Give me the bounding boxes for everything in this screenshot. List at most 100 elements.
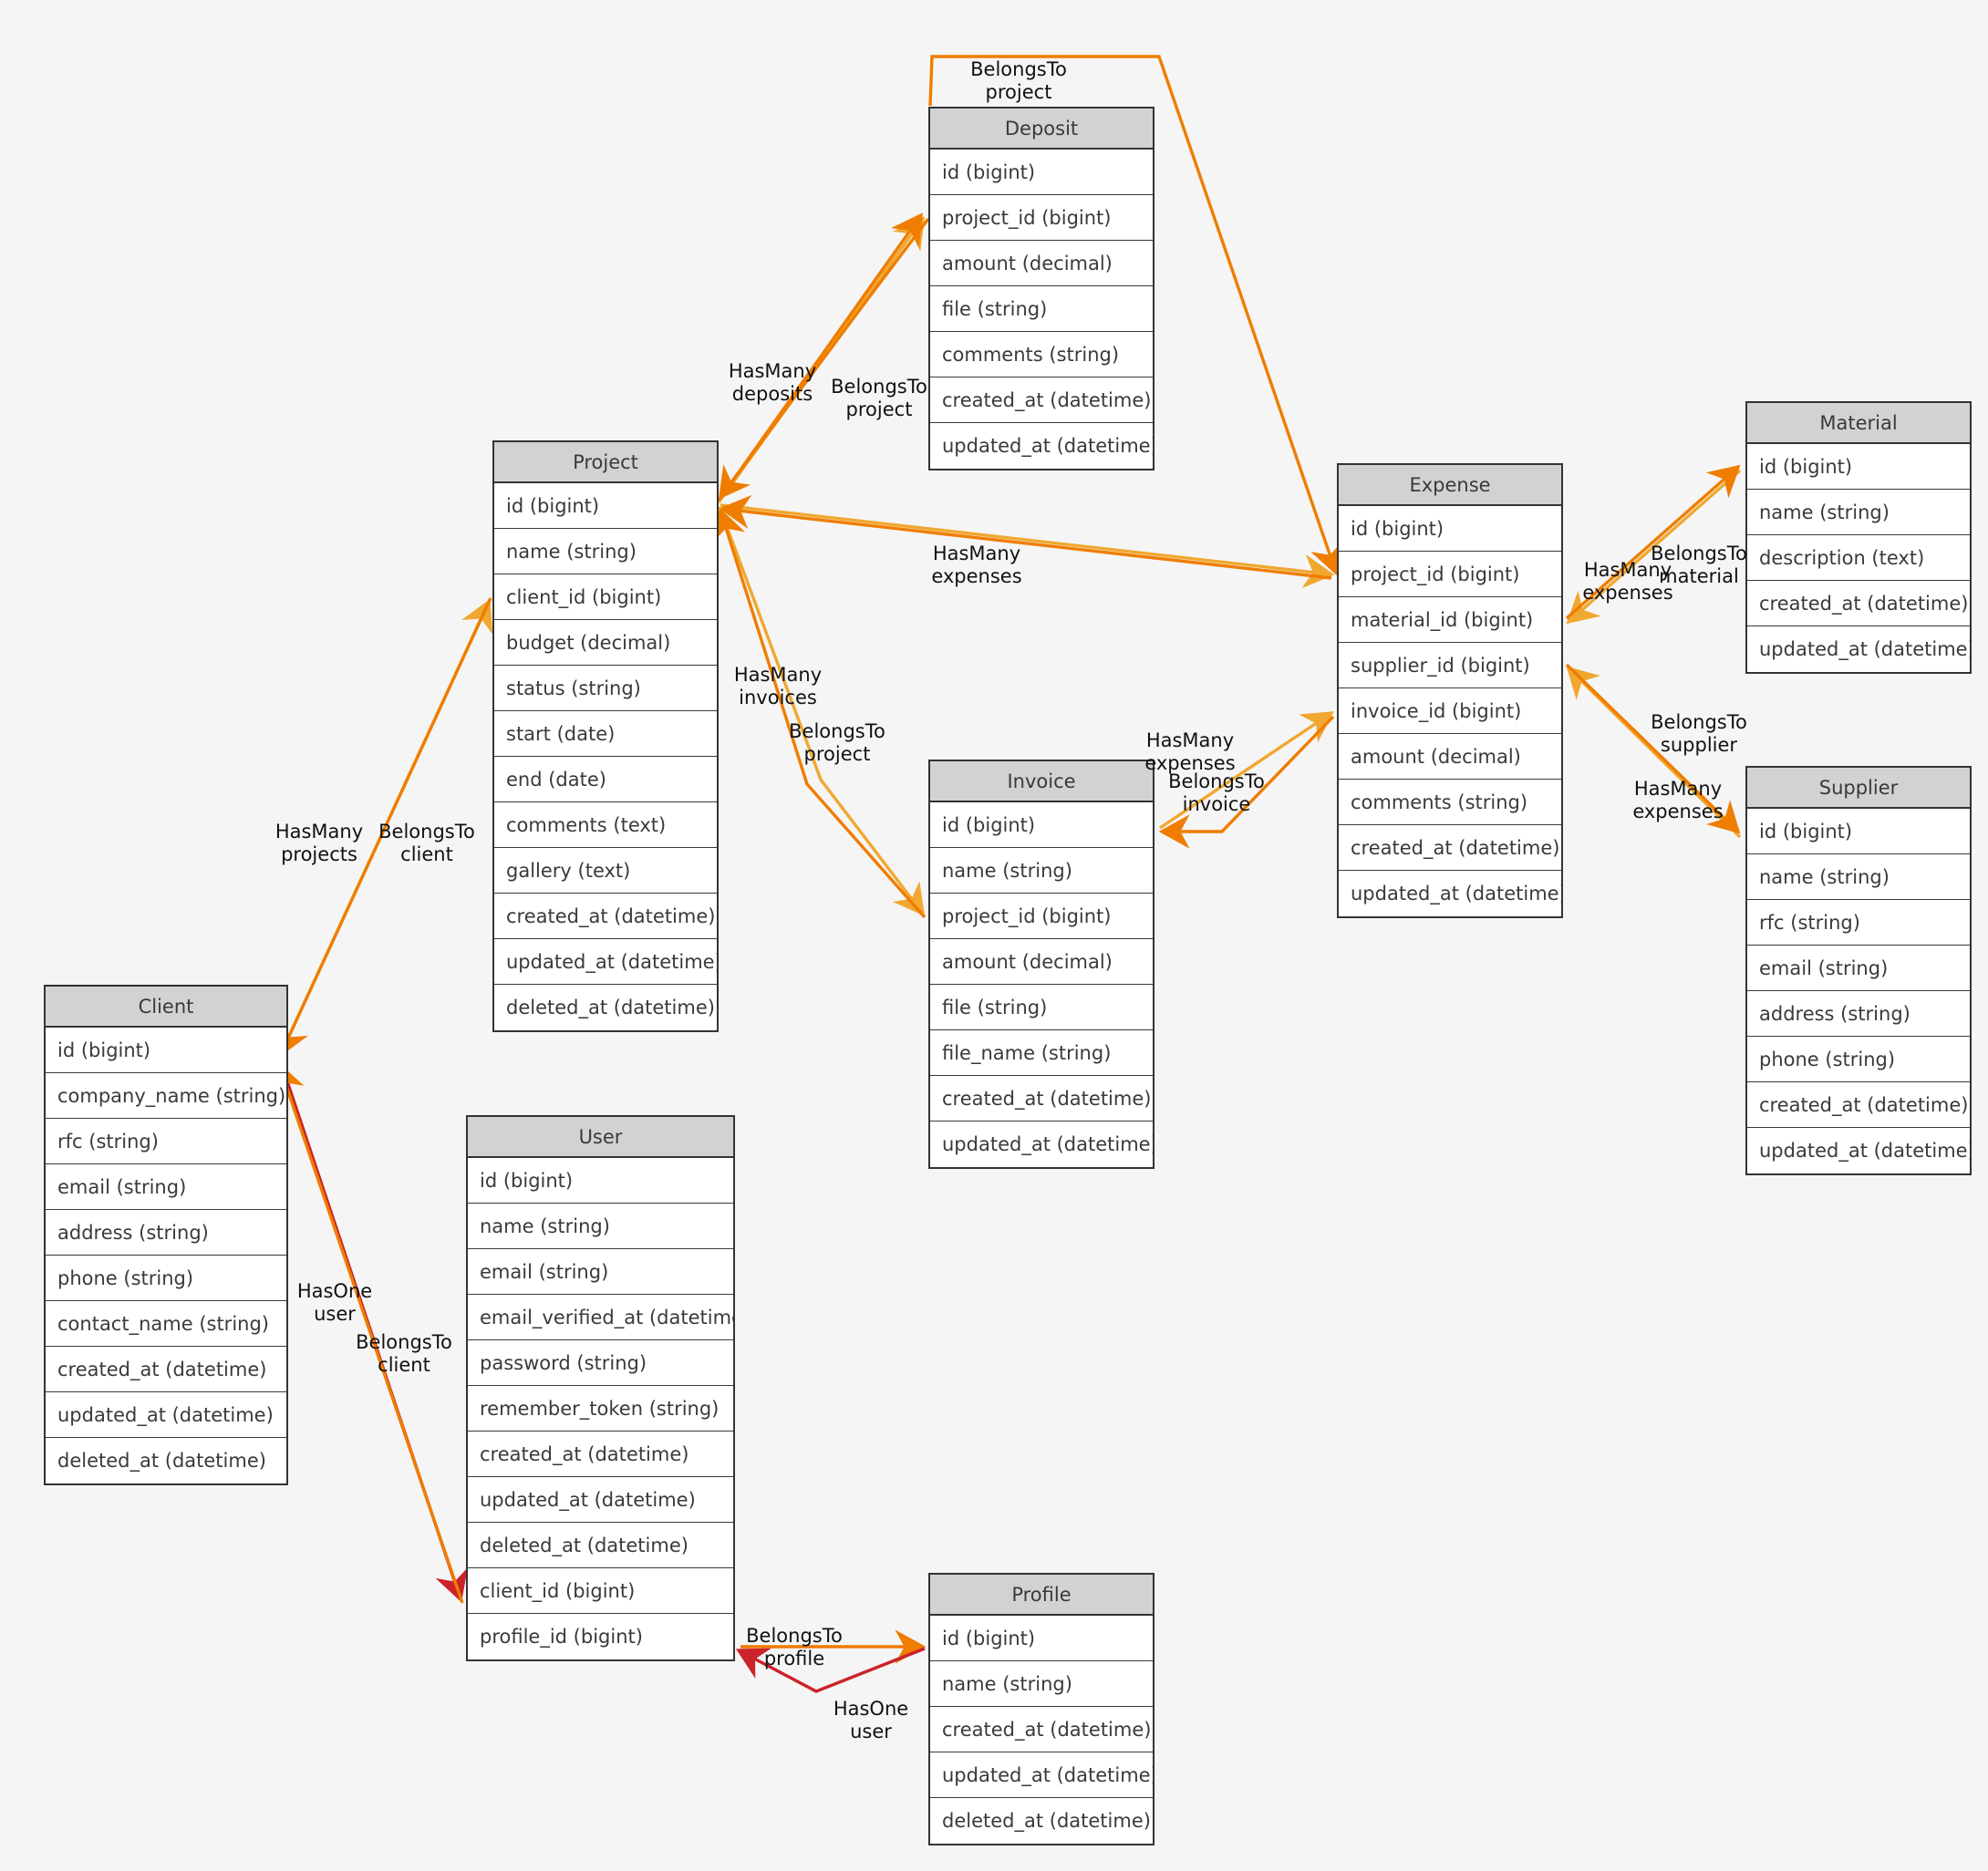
attribute-row: phone (string) (1747, 1037, 1970, 1082)
attribute-row: name (string) (1747, 490, 1970, 535)
attribute-row: project_id (bigint) (930, 195, 1153, 241)
attribute-row: status (string) (494, 666, 717, 711)
attribute-row: created_at (datetime) (46, 1347, 286, 1392)
attribute-row: email (string) (468, 1249, 733, 1295)
attribute-row: name (string) (494, 529, 717, 574)
attribute-row: id (bigint) (1339, 506, 1561, 552)
attribute-row: updated_at (datetime) (494, 939, 717, 985)
relationship-label-project-hasmany-expenses: HasMany expenses (931, 543, 1022, 587)
attribute-row: invoice_id (bigint) (1339, 688, 1561, 734)
relationship-label-client-hasone-user: HasOne user (296, 1280, 373, 1325)
relationship-label-supplier-hasmany-expenses: HasMany expenses (1632, 778, 1724, 822)
relationship-label-deposit-belongsto-project-2: BelongsTo project (831, 376, 927, 420)
edge-deposit-belongsto-project (718, 217, 930, 500)
attribute-row: phone (string) (46, 1256, 286, 1301)
relationship-label-project-hasmany-invoices: HasMany invoices (733, 664, 823, 708)
entity-title-profile: Profile (930, 1575, 1153, 1616)
attribute-row: id (bigint) (1747, 809, 1970, 854)
attribute-row: supplier_id (bigint) (1339, 643, 1561, 688)
attribute-row: company_name (string) (46, 1073, 286, 1119)
attribute-row: name (string) (930, 1661, 1153, 1707)
attribute-row: updated_at (datetime) (942, 435, 1153, 457)
attribute-row: rfc (string) (1747, 900, 1970, 946)
attribute-row: client_id (bigint) (468, 1568, 733, 1614)
entity-title-client: Client (46, 987, 286, 1028)
attribute-row: start (date) (494, 711, 717, 757)
relationship-label-project-belongsto-client: BelongsTo client (378, 821, 475, 865)
entity-title-invoice: Invoice (930, 761, 1153, 802)
attribute-row: gallery (text) (494, 848, 717, 894)
attribute-row: file (string) (930, 286, 1153, 332)
attribute-row: created_at (datetime) (494, 894, 717, 939)
relationship-label-invoice-belongsto-project: BelongsTo project (789, 720, 885, 765)
attribute-row: created_at (datetime) (930, 1707, 1153, 1752)
attribute-row: id (bigint) (930, 150, 1153, 195)
relationship-label-profile-hasone-user: HasOne user (833, 1698, 909, 1742)
attribute-row: rfc (string) (46, 1119, 286, 1164)
relationship-label-user-belongsto-client: BelongsTo client (356, 1331, 452, 1376)
relationship-label-deposit-belongsto-project: BelongsTo project (970, 58, 1067, 103)
relationship-label-material-hasmany-expenses: HasMany expenses (1582, 559, 1673, 604)
attribute-row: id (bigint) (468, 1158, 733, 1204)
attribute-row: updated_at (datetime) (468, 1477, 733, 1523)
attribute-row: amount (decimal) (930, 939, 1153, 985)
attribute-row: name (string) (930, 848, 1153, 894)
attribute-row: password (string) (468, 1340, 733, 1386)
attribute-row: updated_at (datetime) (942, 1133, 1153, 1155)
attribute-row: comments (string) (1339, 780, 1561, 825)
edge-expense-belongsto-project (719, 494, 1332, 580)
attribute-row: deleted_at (datetime) (942, 1810, 1151, 1832)
attribute-row: updated_at (datetime) (1759, 1140, 1970, 1162)
attribute-row: id (bigint) (494, 483, 717, 529)
edge-project-hasmany-invoices (718, 506, 926, 916)
attribute-row: updated_at (datetime) (1351, 883, 1561, 904)
attribute-row: deleted_at (datetime) (468, 1523, 733, 1568)
attribute-row: address (string) (1747, 991, 1970, 1037)
entity-title-supplier: Supplier (1747, 768, 1970, 809)
attribute-row: created_at (datetime) (1747, 581, 1970, 626)
attribute-row: address (string) (46, 1210, 286, 1256)
relationship-label-user-belongsto-profile: BelongsTo profile (746, 1625, 843, 1669)
attribute-row: id (bigint) (46, 1028, 286, 1073)
attribute-row: project_id (bigint) (1339, 552, 1561, 597)
relationship-label-client-hasmany-projects: HasMany projects (274, 821, 364, 865)
entity-title-project: Project (494, 442, 717, 483)
attribute-row: amount (decimal) (1339, 734, 1561, 780)
attribute-row: profile_id (bigint) (480, 1626, 643, 1648)
entity-title-deposit: Deposit (930, 109, 1153, 150)
attribute-row: remember_token (string) (468, 1386, 733, 1432)
attribute-row: deleted_at (datetime) (506, 997, 715, 1018)
attribute-row: created_at (datetime) (1747, 1082, 1970, 1128)
attribute-row: updated_at (datetime) (46, 1392, 286, 1438)
attribute-row: updated_at (datetime) (930, 1752, 1153, 1798)
attribute-row: updated_at (datetime) (1759, 638, 1970, 660)
entity-title-material: Material (1747, 403, 1970, 444)
entity-title-user: User (468, 1117, 733, 1158)
entity-title-expense: Expense (1339, 465, 1561, 506)
edge-project-hasmany-expenses (720, 503, 1335, 589)
attribute-row: end (date) (494, 757, 717, 802)
attribute-row: email (string) (46, 1164, 286, 1210)
attribute-row: name (string) (468, 1204, 733, 1249)
attribute-row: created_at (datetime) (468, 1432, 733, 1477)
attribute-row: id (bigint) (930, 1616, 1153, 1661)
edge-project-hasmany-deposits-2 (717, 212, 923, 501)
attribute-row: material_id (bigint) (1339, 597, 1561, 643)
attribute-row: comments (string) (930, 332, 1153, 377)
attribute-row: contact_name (string) (46, 1301, 286, 1347)
attribute-row: created_at (datetime) (1339, 825, 1561, 871)
relationship-label-expense-belongsto-invoice: BelongsTo invoice (1168, 770, 1265, 815)
attribute-row: deleted_at (datetime) (57, 1450, 266, 1472)
relationship-label-project-hasmany-deposits: HasMany deposits (728, 360, 817, 405)
attribute-row: id (bigint) (1747, 444, 1970, 490)
